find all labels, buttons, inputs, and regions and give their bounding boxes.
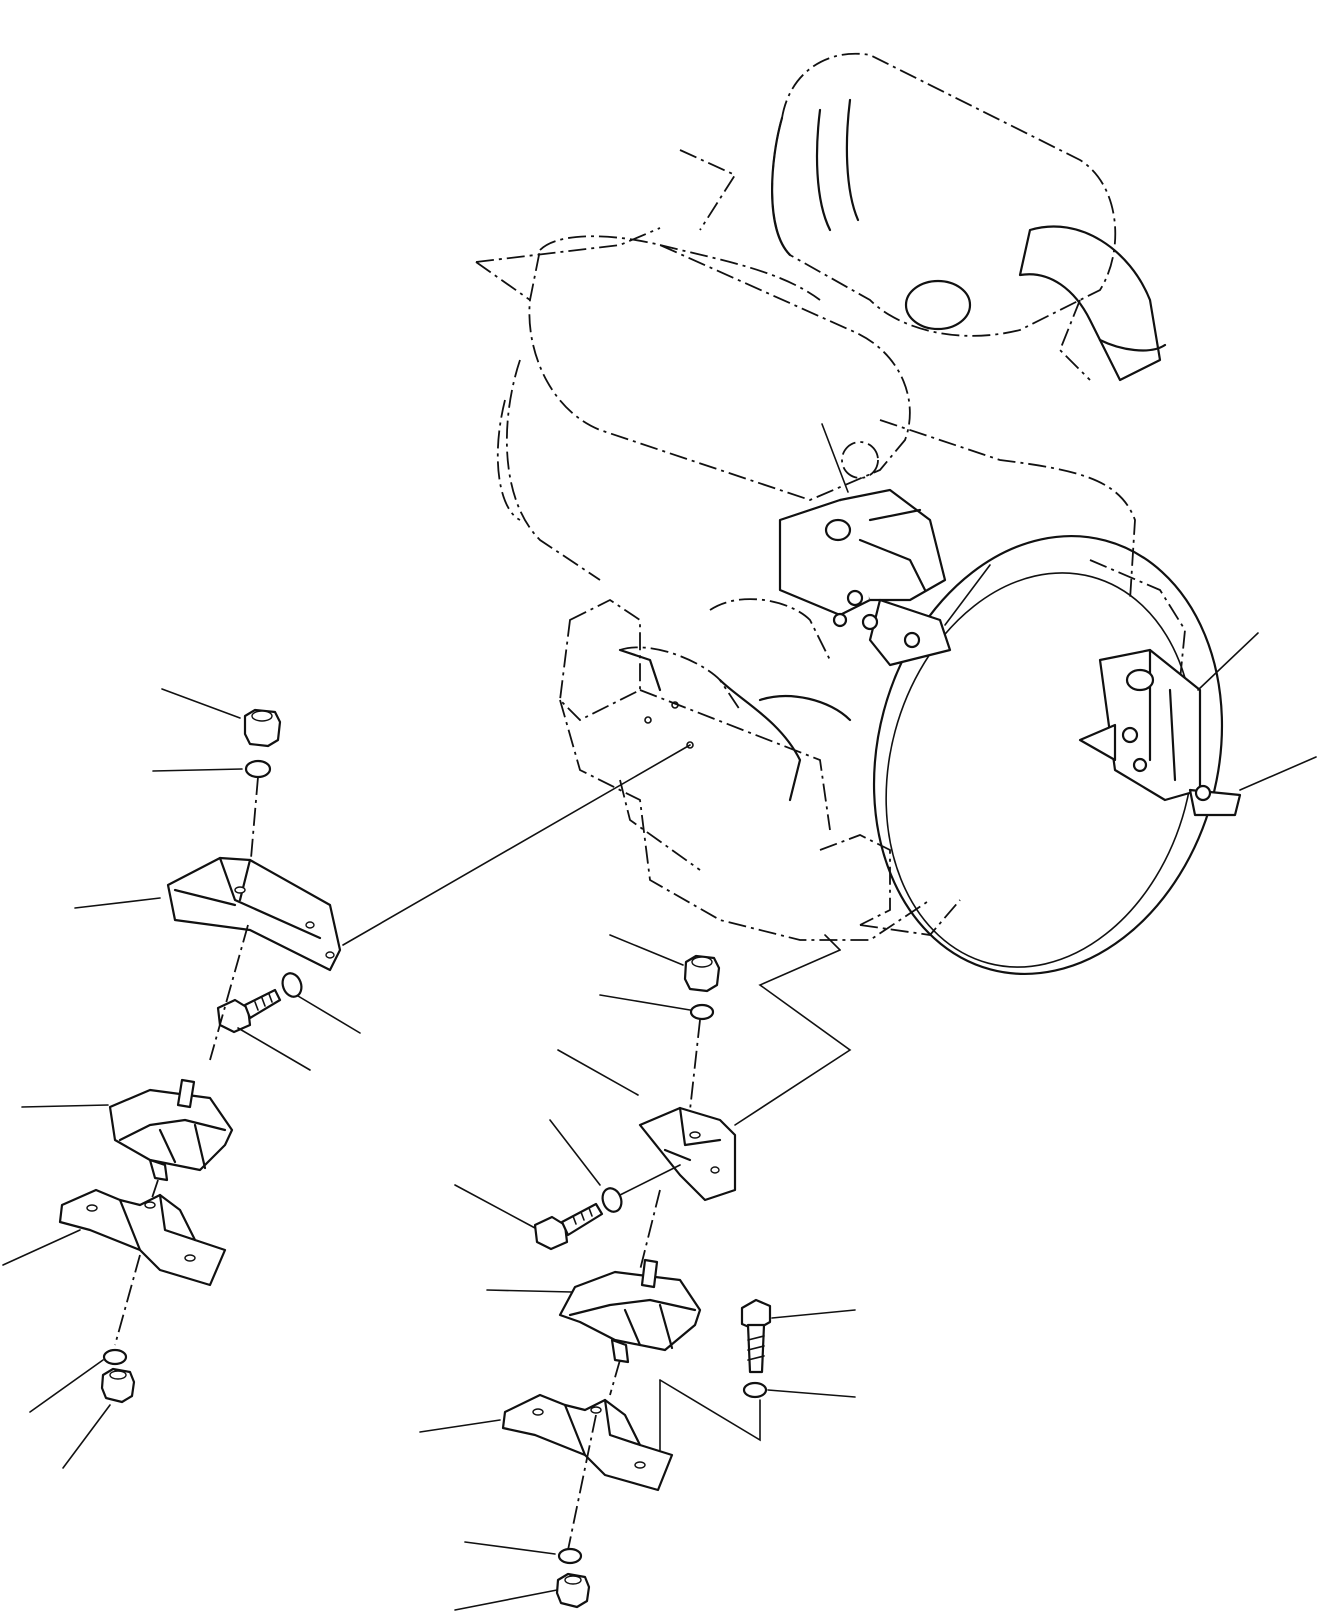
rear-engine-bracket: [1078, 648, 1242, 817]
cylinder-head: [496, 235, 1136, 601]
leader-line: [767, 1389, 856, 1398]
right-side-washer: [742, 1381, 768, 1399]
leader-line: [2, 1229, 81, 1266]
front-engine-bracket: [778, 488, 952, 667]
right-bottom-washer: [557, 1547, 583, 1565]
leader-line: [1239, 756, 1317, 791]
leader-line: [944, 564, 991, 626]
leader-line: [557, 1049, 639, 1096]
right-bolt-washer: [601, 1187, 623, 1213]
leader-line: [237, 1027, 311, 1071]
leader-line: [74, 897, 161, 909]
left-bottom-washer: [102, 1348, 128, 1366]
leader-line: [821, 423, 849, 493]
left-lower-bracket: [58, 1188, 227, 1287]
right-lower-bracket: [501, 1393, 674, 1492]
exhaust-pipe: [475, 149, 737, 301]
leader-line: [454, 1589, 558, 1611]
left-bottom-nut: [100, 1367, 136, 1404]
leader-line: [549, 1119, 601, 1186]
leader-line: [419, 1419, 501, 1433]
leader-line: [464, 1541, 556, 1555]
leader-line: [161, 688, 241, 719]
leader-line: [152, 768, 243, 772]
right-top-washer: [689, 1003, 715, 1021]
leader-line: [1197, 632, 1259, 691]
engine-assembly: [475, 52, 1317, 976]
air-cleaner: [771, 52, 1167, 382]
left-upper-bracket: [166, 856, 342, 972]
right-upper-bracket: [638, 1106, 737, 1202]
leader-line: [486, 1289, 573, 1293]
left-bolt-washer: [281, 972, 303, 998]
leader-line: [734, 949, 852, 1126]
left-top-washer: [244, 759, 272, 779]
left-mount-stack: [2, 688, 691, 1469]
right-bolt: [533, 1202, 604, 1251]
leader-line: [21, 1104, 109, 1108]
leader-line: [599, 994, 691, 1011]
left-bolt: [216, 988, 282, 1034]
leader-line: [771, 1309, 856, 1319]
right-side-bolt: [740, 1298, 772, 1374]
right-bottom-nut: [555, 1572, 591, 1609]
leader-line: [297, 995, 361, 1034]
right-rubber-mount: [558, 1258, 702, 1364]
leader-line: [619, 1164, 681, 1196]
left-rubber-mount: [108, 1078, 234, 1182]
leader-line: [609, 934, 684, 966]
right-mount-stack: [419, 934, 856, 1611]
leader-line: [29, 1359, 104, 1413]
leader-line: [342, 744, 691, 946]
leader-line: [62, 1404, 111, 1469]
crankcase: [559, 598, 931, 941]
right-top-nut: [683, 954, 721, 993]
left-top-nut: [243, 708, 282, 748]
leader-line: [454, 1184, 536, 1229]
